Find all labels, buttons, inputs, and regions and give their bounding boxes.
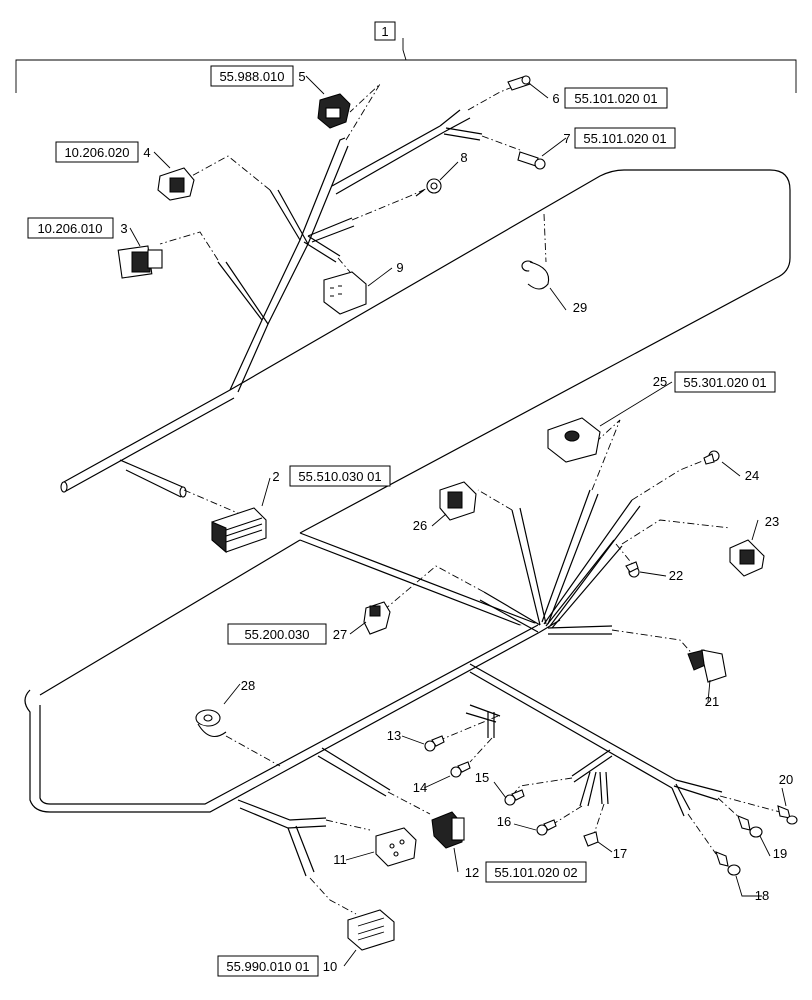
item-25-reference: 55.301.020 01 <box>683 375 766 390</box>
component-13 <box>424 735 445 752</box>
item-29-number: 29 <box>573 300 587 315</box>
item-10-reference: 55.990.010 01 <box>226 959 309 974</box>
item-11-number: 11 <box>333 852 347 867</box>
item-27-number: 27 <box>333 627 347 642</box>
item-9-number: 9 <box>396 260 403 275</box>
item-17-number: 17 <box>613 846 627 861</box>
component-23 <box>729 539 765 577</box>
component-3 <box>117 245 163 279</box>
item-12-number: 12 <box>465 865 479 880</box>
item-19-number: 19 <box>773 846 787 861</box>
item-24-number: 24 <box>745 468 759 483</box>
component-9 <box>323 271 367 315</box>
assembly-item-number: 1 <box>381 24 388 39</box>
upper-harness <box>60 109 791 534</box>
component-15 <box>504 789 525 806</box>
item-6-number: 6 <box>552 91 559 106</box>
item-16-number: 16 <box>497 814 511 829</box>
item-10-number: 10 <box>323 959 337 974</box>
item-4-number: 4 <box>143 145 150 160</box>
item-14-number: 14 <box>413 780 427 795</box>
component-11 <box>375 827 417 867</box>
item-4-reference: 10.206.020 <box>64 145 129 160</box>
item-3-number: 3 <box>120 221 127 236</box>
item-15-number: 15 <box>475 770 489 785</box>
callout-leaders <box>129 75 787 967</box>
item-13-number: 13 <box>387 728 401 743</box>
item-25-number: 25 <box>653 374 667 389</box>
item-12-reference: 55.101.020 02 <box>494 865 577 880</box>
assembly-bracket: 1 <box>15 21 797 93</box>
item-27-reference: 55.200.030 <box>244 627 309 642</box>
item-7-reference: 55.101.020 01 <box>583 131 666 146</box>
item-21-number: 21 <box>705 694 719 709</box>
item-7-number: 7 <box>563 131 570 146</box>
item-26-number: 26 <box>413 518 427 533</box>
component-8 <box>415 178 442 197</box>
component-12 <box>431 811 465 849</box>
component-27 <box>363 601 391 635</box>
item-20-number: 20 <box>779 772 793 787</box>
component-26 <box>439 481 477 521</box>
component-14 <box>450 761 471 778</box>
component-19 <box>737 815 763 838</box>
component-25 <box>547 417 601 463</box>
component-18 <box>715 851 741 876</box>
item-5-number: 5 <box>298 69 305 84</box>
component-29 <box>521 260 550 290</box>
component-17 <box>583 831 599 847</box>
component-16 <box>536 819 557 836</box>
component-2 <box>211 507 267 554</box>
component-22 <box>625 561 640 578</box>
component-24 <box>703 450 720 465</box>
component-20 <box>777 805 798 825</box>
item-2-number: 2 <box>272 469 279 484</box>
item-3-reference: 10.206.010 <box>37 221 102 236</box>
item-22-number: 22 <box>669 568 683 583</box>
component-10 <box>347 909 395 951</box>
component-28 <box>195 709 227 738</box>
item-28-number: 28 <box>241 678 255 693</box>
component-5 <box>317 93 351 129</box>
item-23-number: 23 <box>765 514 779 529</box>
component-7 <box>517 151 546 170</box>
component-21 <box>687 649 727 683</box>
item-5-reference: 55.988.010 <box>219 69 284 84</box>
item-2-reference: 55.510.030 01 <box>298 469 381 484</box>
item-18-number: 18 <box>755 888 769 903</box>
item-6-reference: 55.101.020 01 <box>574 91 657 106</box>
component-4 <box>157 167 195 201</box>
component-6 <box>507 75 531 91</box>
callout-texts: 55.510.030 01 2 10.206.010 3 10.206.020 … <box>37 69 793 974</box>
reference-boxes <box>27 65 776 977</box>
item-8-number: 8 <box>460 150 467 165</box>
lower-harness <box>24 489 723 877</box>
